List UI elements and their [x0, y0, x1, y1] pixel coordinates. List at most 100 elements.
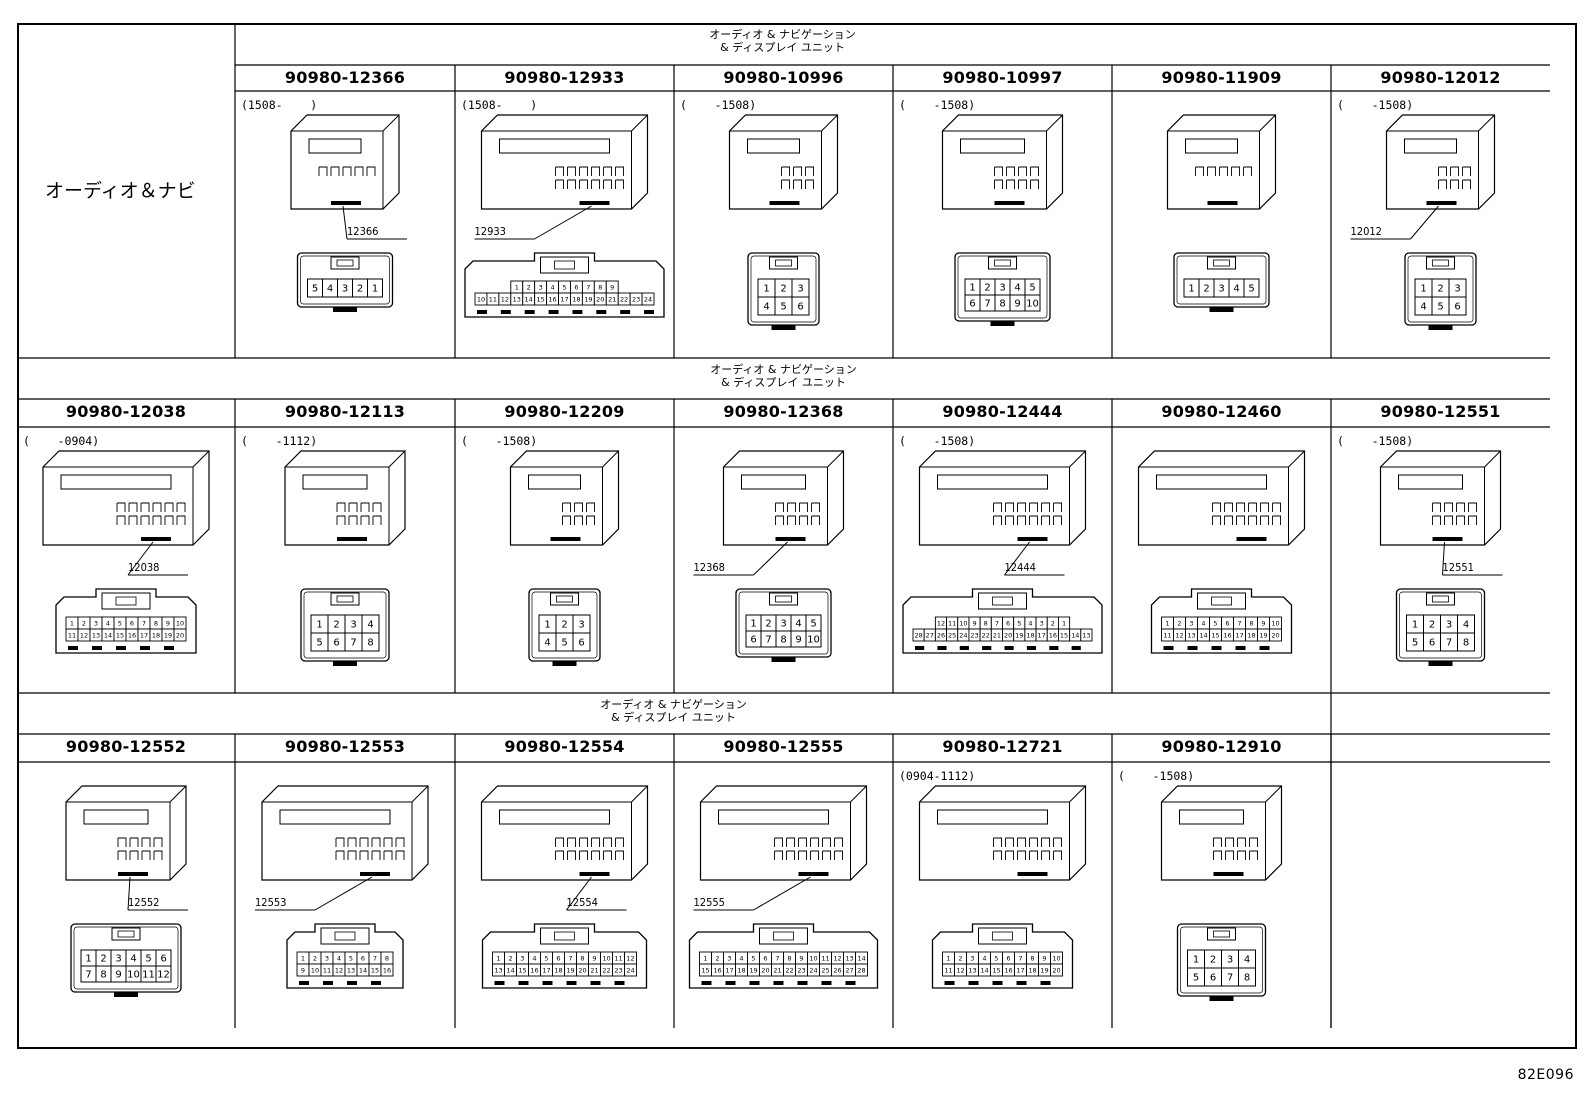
pin-number: 9	[166, 619, 170, 627]
pin-number: 16	[1004, 966, 1012, 974]
pin-number: 20	[596, 295, 604, 303]
connector-lock-window	[1156, 474, 1267, 490]
pin-number: 4	[544, 638, 550, 649]
cavity	[141, 850, 151, 860]
section-header-line-2: & ディスプレイ ユニット	[720, 41, 845, 54]
face-latch-slot	[775, 259, 792, 267]
connector-lock-window	[528, 474, 581, 490]
face-latch-slot	[992, 596, 1013, 606]
pin-number: 6	[1429, 638, 1435, 649]
face-foot	[1040, 981, 1051, 985]
pin-number: 6	[763, 954, 767, 962]
pin-number: 1	[1412, 620, 1418, 631]
cavity	[603, 850, 612, 860]
part-code-label: 12554	[566, 896, 598, 909]
part-number: 90980-12554	[504, 737, 625, 756]
face-foot	[1211, 646, 1222, 650]
face-bottom-key	[771, 657, 796, 662]
cavity	[366, 166, 376, 176]
face-foot	[542, 981, 553, 985]
cavity	[1005, 837, 1014, 847]
face-foot	[1016, 981, 1027, 985]
cavity	[834, 850, 843, 860]
connector-lock-window	[499, 138, 610, 154]
pin-number: 4	[130, 954, 136, 965]
pin-number: 2	[715, 954, 719, 962]
pin-number: 10	[1026, 299, 1039, 310]
connector-body-outline	[42, 450, 210, 546]
part-code-label: 12444	[1004, 561, 1036, 574]
cavity	[1444, 502, 1453, 512]
pin-number: 23	[970, 631, 978, 639]
pin-number: 7	[1446, 638, 1452, 649]
pin-number: 6	[333, 638, 339, 649]
pin-number: 3	[797, 284, 803, 295]
cavity	[1444, 515, 1453, 525]
pin-number: 7	[995, 619, 999, 627]
part-code-mark	[775, 537, 806, 541]
pin-number: 8	[385, 954, 389, 962]
cavity	[1236, 502, 1245, 512]
pin-number: 19	[749, 966, 757, 974]
face-inner-rim	[303, 591, 387, 659]
pin-number: 7	[765, 635, 771, 646]
pin-number: 2	[100, 954, 106, 965]
pin-number: 15	[1211, 631, 1219, 639]
cavity	[567, 837, 576, 847]
pin-number: 2	[1203, 284, 1209, 295]
face-foot	[92, 646, 102, 650]
section-header-line-1: オーディオ & ナビゲーション	[600, 698, 747, 711]
face-foot	[773, 981, 784, 985]
cavity	[793, 179, 802, 189]
pin-number: 6	[1006, 619, 1010, 627]
cavity	[787, 515, 796, 525]
pin-number: 14	[506, 966, 514, 974]
pin-number: 22	[620, 295, 628, 303]
pin-number: 9	[972, 619, 976, 627]
cavity	[1432, 515, 1441, 525]
connector-body-edge	[43, 450, 210, 545]
part-code-label: 12012	[1350, 225, 1382, 238]
cavity	[799, 515, 808, 525]
pin-number: 4	[1463, 620, 1469, 631]
cavity	[574, 515, 583, 525]
pin-number: 1	[1188, 284, 1194, 295]
face-latch-slot	[554, 260, 575, 270]
pin-number: 21	[773, 966, 781, 974]
pin-number: 5	[751, 954, 755, 962]
face-bottom-key	[771, 325, 796, 330]
leader-line	[1410, 205, 1439, 240]
pin-number: 6	[797, 302, 803, 313]
face-foot	[982, 646, 992, 650]
face-foot	[821, 981, 832, 985]
connector-body-outline	[284, 450, 406, 546]
cavity	[799, 502, 808, 512]
cavity	[1432, 502, 1441, 512]
pin-number: 2	[1177, 619, 1181, 627]
production-date-range: ( -0904)	[23, 434, 100, 448]
cavity	[140, 502, 150, 512]
pin-number: 19	[566, 966, 574, 974]
pin-number: 2	[313, 954, 317, 962]
cavity	[1456, 515, 1465, 525]
pin-number: 15	[536, 295, 544, 303]
face-inner-rim	[1399, 591, 1482, 659]
connector-body-edge	[285, 450, 406, 545]
cavity	[993, 515, 1002, 525]
pin-number: 1	[1420, 284, 1426, 295]
part-code-mark	[360, 872, 390, 876]
face-foot	[299, 981, 309, 985]
face-latch-slot	[336, 595, 354, 603]
part-code-mark	[1207, 201, 1238, 205]
cavity	[116, 502, 126, 512]
cavity	[579, 166, 588, 176]
pin-number: 21	[993, 631, 1001, 639]
pin-number: 27	[926, 631, 934, 639]
pin-number: 28	[857, 966, 865, 974]
